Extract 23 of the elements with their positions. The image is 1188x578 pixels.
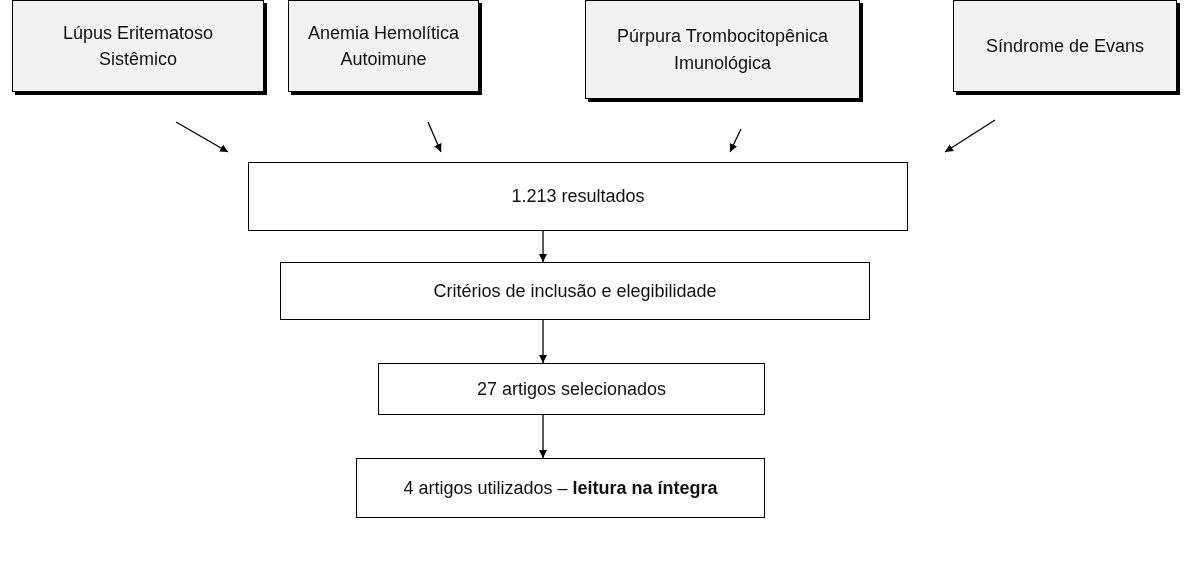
source-box bbox=[288, 0, 479, 92]
source-box bbox=[953, 0, 1177, 92]
box-label: 27 artigos selecionados bbox=[476, 377, 667, 401]
process-box bbox=[356, 458, 765, 518]
arrow bbox=[427, 121, 442, 153]
box-label: Púrpura Trombocitopênica Imunológica bbox=[615, 25, 830, 75]
source-box bbox=[12, 0, 264, 92]
arrow bbox=[729, 128, 742, 153]
box-label: Critérios de inclusão e elegibilidade bbox=[433, 279, 717, 303]
box-label: Anemia Hemolítica Autoimune bbox=[306, 21, 461, 71]
box-label: Síndrome de Evans bbox=[985, 34, 1145, 58]
arrow bbox=[944, 119, 996, 153]
box-label: Lúpus Eritematoso Sistêmico bbox=[61, 21, 215, 71]
process-box bbox=[378, 363, 765, 415]
process-box bbox=[280, 262, 870, 320]
arrow bbox=[539, 230, 547, 263]
arrow bbox=[175, 121, 229, 153]
process-box bbox=[248, 162, 908, 231]
box-label: 1.213 resultados bbox=[511, 185, 645, 209]
source-box bbox=[585, 0, 860, 99]
arrow bbox=[539, 414, 547, 459]
box-label: 4 artigos utilizados – leitura na íntegra bbox=[403, 476, 718, 500]
arrow bbox=[539, 319, 547, 364]
